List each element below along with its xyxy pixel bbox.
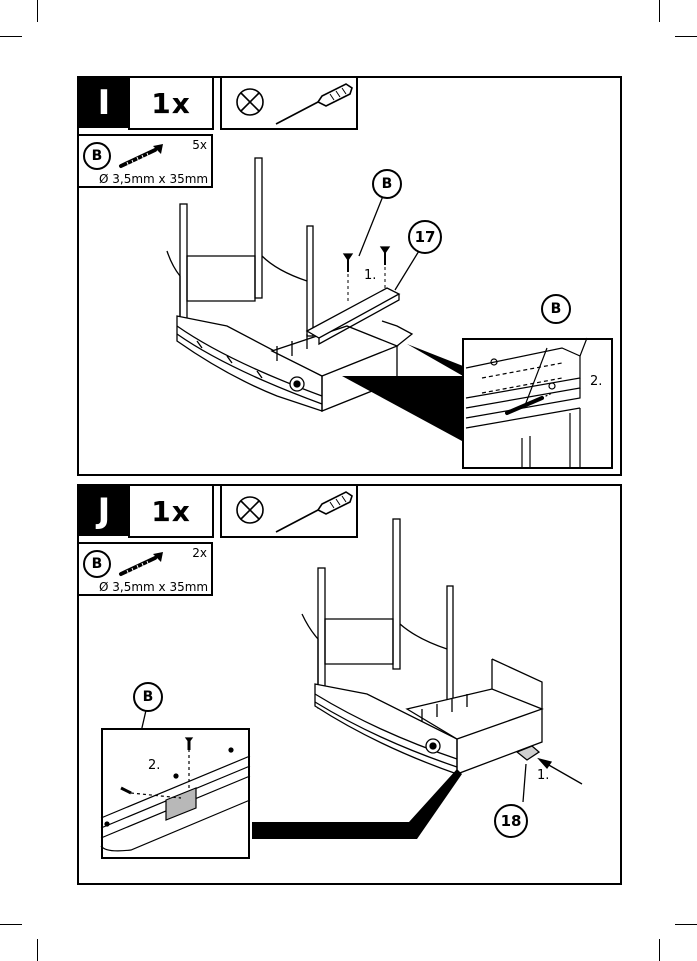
part-quantity: 2x bbox=[192, 546, 207, 560]
crop-mark bbox=[37, 939, 38, 961]
no-power-drill-icon bbox=[236, 88, 264, 116]
crop-mark bbox=[659, 0, 660, 22]
step-i-detail-drawing bbox=[465, 337, 588, 469]
part-b-badge: B bbox=[83, 142, 111, 170]
part-quantity: 5x bbox=[192, 138, 207, 152]
step-j-screw-callout: B bbox=[133, 682, 163, 712]
no-power-drill-icon bbox=[236, 496, 264, 524]
part-size: Ø 3,5mm x 35mm bbox=[99, 580, 209, 594]
step-j-order-2: 2. bbox=[148, 758, 161, 773]
step-i-detail-screw-callout: B bbox=[541, 294, 571, 324]
crop-mark bbox=[659, 939, 660, 961]
step-i-parts-box: B 5x Ø 3,5mm x 35mm bbox=[77, 134, 213, 188]
step-j-order-1: 1. bbox=[537, 768, 550, 783]
step-i-order-2: 2. bbox=[590, 374, 603, 389]
step-i-order-1: 1. bbox=[364, 268, 377, 283]
step-j-part-callout: 18 bbox=[494, 804, 528, 838]
step-j-count: 1x bbox=[128, 484, 214, 538]
step-i-detail-inset bbox=[462, 338, 613, 469]
crop-mark bbox=[675, 924, 697, 925]
step-j-parts-box: B 2x Ø 3,5mm x 35mm bbox=[77, 542, 213, 596]
step-j-detail-inset bbox=[101, 728, 250, 859]
step-i-letter: I bbox=[79, 78, 129, 128]
screwdriver-icon bbox=[275, 83, 353, 125]
part-b-badge: B bbox=[83, 550, 111, 578]
step-j-boat-drawing bbox=[128, 518, 583, 839]
step-j-detail-drawing bbox=[100, 737, 251, 852]
step-i-tool-box bbox=[220, 76, 358, 130]
step-i-count: 1x bbox=[128, 76, 214, 130]
crop-mark bbox=[37, 0, 38, 22]
screwdriver-icon bbox=[275, 491, 353, 533]
step-j-tool-box bbox=[220, 484, 358, 538]
screw-icon bbox=[119, 552, 163, 576]
step-i-part-callout: 17 bbox=[408, 220, 442, 254]
part-size: Ø 3,5mm x 35mm bbox=[99, 172, 209, 186]
step-i-screw-callout: B bbox=[372, 169, 402, 199]
crop-mark bbox=[675, 36, 697, 37]
step-j-letter: J bbox=[79, 486, 129, 536]
crop-mark bbox=[0, 924, 22, 925]
step-i-boat-drawing bbox=[166, 157, 463, 441]
crop-mark bbox=[0, 36, 22, 37]
screw-icon bbox=[119, 144, 163, 168]
